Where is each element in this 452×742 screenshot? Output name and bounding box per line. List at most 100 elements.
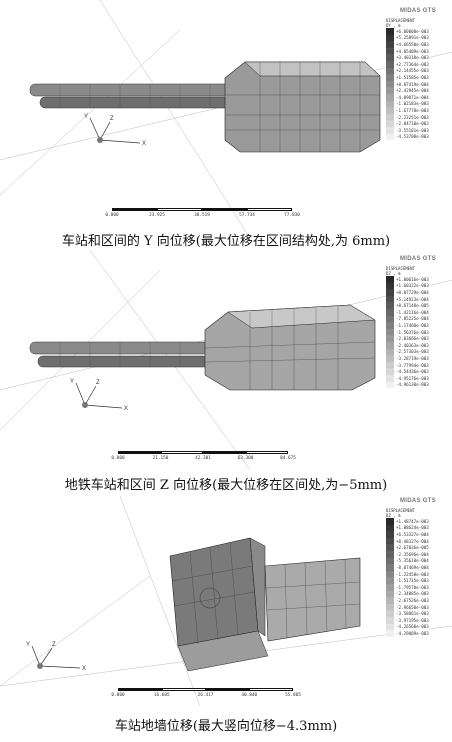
legend-swatch [386, 289, 394, 296]
legend-title-line: DISPLACEMENT [386, 18, 415, 23]
legend-row: -2.35696e-004 [386, 550, 429, 558]
figure-caption: 车站和区间的 Y 向位移(最大位移在区间结构处,为 6mm) [61, 234, 391, 249]
legend-value: +5.25891e-003 [396, 35, 429, 41]
legend-swatch [386, 544, 394, 551]
software-logo: MIDAS GTS [400, 256, 437, 262]
legend-row: -1.02183e-003 [386, 100, 429, 108]
legend-swatch [386, 34, 394, 42]
legend-value: -2.84710e-003 [396, 121, 429, 127]
legend-value: +5.14923e-004 [396, 296, 429, 302]
legend-swatch [386, 67, 394, 75]
legend-title-line: DISPLACEMENT [386, 508, 415, 513]
legend-row: -1.79570e-003 [386, 583, 429, 591]
legend-row: -3.77994e-003 [386, 361, 429, 369]
displacement-legend: DISPLACEMENT DZ , m +1.00616e-003+1.6032… [386, 266, 429, 389]
legend-row: -4.96130e-003 [386, 381, 429, 389]
legend-row: -2.96650e-003 [386, 603, 429, 611]
legend-row: -2.34085e-003 [386, 590, 429, 598]
legend-title-line: DZ , m [386, 271, 401, 276]
legend-row: +1.60322e-003 [386, 282, 429, 290]
legend-value: +8.67148e-005 [396, 303, 429, 309]
legend-row: -3.58861e-003 [386, 610, 429, 617]
legend-row: -1.42116e-004 [386, 308, 429, 316]
legend-value: +2.67036e-005 [396, 545, 429, 551]
legend-swatch [386, 623, 394, 631]
svg-text:X: X [124, 406, 128, 412]
legend-row: -3.28719e-003 [386, 355, 429, 362]
legend-rows: +1.48747e-003+1.08624e-003+6.53327e-004+… [386, 518, 429, 637]
legend-value: -2.57303e-003 [396, 349, 429, 355]
legend-value: +4.66550e-003 [396, 41, 429, 47]
legend-swatch [386, 28, 394, 35]
legend-row: -2.57303e-003 [386, 348, 429, 356]
legend-value: -4.09071e-004 [396, 94, 429, 100]
legend-swatch [386, 564, 394, 571]
legend-value: -1.79570e-003 [396, 584, 429, 590]
legend-row: -3.97195e-003 [386, 616, 429, 624]
legend-rows: +6.00000e-003+5.25891e-003+4.66550e-003+… [386, 28, 429, 141]
legend-row: +5.25891e-003 [386, 34, 429, 42]
legend-row: -1.22458e-003 [386, 570, 429, 578]
legend-row: +2.67036e-005 [386, 544, 429, 551]
legend-row: +4.05409e-003 [386, 47, 429, 55]
scale-tick-label: 21.150 [152, 456, 169, 461]
scale-tick-label: 40.840 [241, 693, 258, 698]
legend-swatch [386, 341, 394, 349]
legend-swatch [386, 630, 394, 637]
legend-swatch [386, 335, 394, 342]
legend-value: -1.67778e-003 [396, 107, 429, 113]
legend-value: -3.28719e-003 [396, 355, 429, 361]
scale-bar-segment [249, 688, 293, 691]
scale-tick-label: 0.000 [111, 693, 125, 698]
figure-panel-wall-displacement: X Y Z MIDAS GTS DISPLACEMENT DZ , m +1.4… [0, 496, 452, 706]
scale-tick-label: 38.519 [194, 213, 210, 218]
legend-swatch [386, 41, 394, 48]
legend-swatch [386, 597, 394, 604]
svg-text:Y: Y [84, 114, 88, 120]
svg-text:Z: Z [96, 380, 100, 386]
legend-value: +1.00616e-003 [396, 276, 429, 282]
legend-swatch [386, 74, 394, 81]
scale-tick-label: 84.675 [280, 456, 296, 461]
svg-text:Y: Y [70, 379, 74, 385]
legend-swatch [386, 47, 394, 55]
legend-swatch [386, 315, 394, 323]
legend-row: -4.29009e-003 [386, 630, 429, 637]
figure-caption: 地铁车站和区间 Z 向位移(最大位移在区间处,为−5mm) [64, 478, 388, 493]
scale-tick-label: 0.000 [111, 456, 125, 461]
legend-swatch [386, 302, 394, 309]
legend-value: -2.40363e-003 [396, 342, 429, 348]
scale-tick-label: 57.734 [239, 213, 255, 218]
legend-value: +8.07729e-004 [396, 289, 429, 295]
legend-value: -8.07469e-004 [396, 564, 429, 570]
svg-text:X: X [142, 141, 146, 147]
legend-row: +2.77364e-003 [386, 60, 429, 68]
legend-swatch [386, 348, 394, 356]
legend-swatch [386, 54, 394, 61]
scale-tick-label: 26.417 [197, 693, 214, 698]
legend-row: -2.40363e-003 [386, 341, 429, 349]
legend-row: -2.84710e-003 [386, 120, 429, 127]
legend-swatch [386, 570, 394, 578]
legend-swatch [386, 126, 394, 134]
legend-value: -3.97195e-003 [396, 617, 429, 623]
legend-value: +2.14455e-003 [396, 68, 429, 74]
legend-value: -3.58861e-003 [396, 611, 429, 617]
legend-value: +8.87419e-004 [396, 81, 429, 87]
legend-row: -1.51715e-003 [386, 577, 429, 584]
legend-swatch [386, 361, 394, 369]
legend-value: +1.48747e-003 [396, 518, 429, 524]
legend-row: -1.56376e-003 [386, 328, 429, 336]
legend-swatch [386, 381, 394, 389]
legend-value: +4.05409e-003 [396, 48, 429, 54]
legend-value: -2.35696e-004 [396, 551, 429, 557]
scale-tick-label: 23.925 [149, 213, 165, 218]
legend-row: +8.07729e-004 [386, 289, 429, 296]
legend-value: -2.67526e-003 [396, 597, 429, 603]
software-logo: MIDAS GTS [400, 498, 437, 504]
svg-text:Z: Z [52, 642, 56, 648]
legend-value: +6.53327e-004 [396, 531, 429, 537]
svg-text:Y: Y [26, 642, 30, 648]
